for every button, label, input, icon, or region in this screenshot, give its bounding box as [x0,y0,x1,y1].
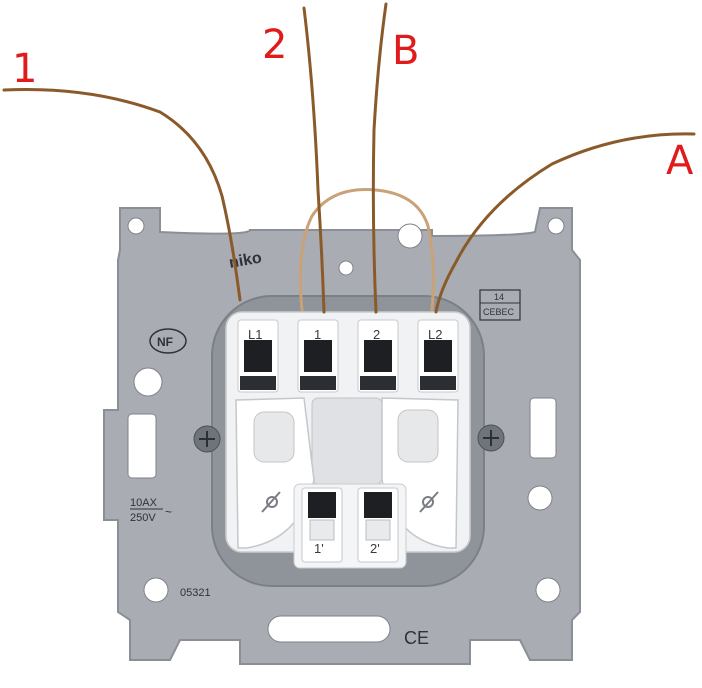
rating-symbol: ~ [165,505,172,519]
ce-mark: CE [404,628,429,648]
bridge-wire [298,188,435,312]
terminal-label: L1 [248,327,262,342]
nf-mark-text: NF [157,335,173,349]
nf-mark [149,328,187,354]
terminal-label: 1' [314,541,324,556]
wires [2,2,696,314]
cert-body: CEBEC [483,307,515,317]
label-wire-2: 2 [262,22,287,68]
terminal-1: 1 [297,319,339,393]
terminal-label: L2 [428,327,442,342]
keyhole-slot [267,615,391,643]
terminal-label: 2 [373,327,380,342]
terminal-l1: L1 [237,319,279,393]
terminal-l2: L2 [417,319,459,393]
terminal-2-prime: 2' [357,487,399,563]
cebec-badge: 14 CEBEC [479,289,521,321]
terminal-1-prime: 1' [301,487,343,563]
terminal-label: 2' [370,541,380,556]
wire-2 [302,6,326,314]
label-wire-a: A [666,138,694,184]
wire-b [371,2,388,314]
terminal-2: 2 [357,319,399,393]
part-number: 05321 [180,587,211,599]
right-screw [477,424,505,452]
label-wire-b: B [392,28,419,74]
cert-number: 14 [494,292,504,302]
left-screw [193,425,221,453]
rating-voltage: 250V [130,512,156,524]
label-wire-1: 1 [12,46,37,92]
wire-1 [2,87,242,302]
rating-current: 10AX [130,497,158,509]
terminal-label: 1 [314,327,321,342]
wire-a [434,132,696,314]
